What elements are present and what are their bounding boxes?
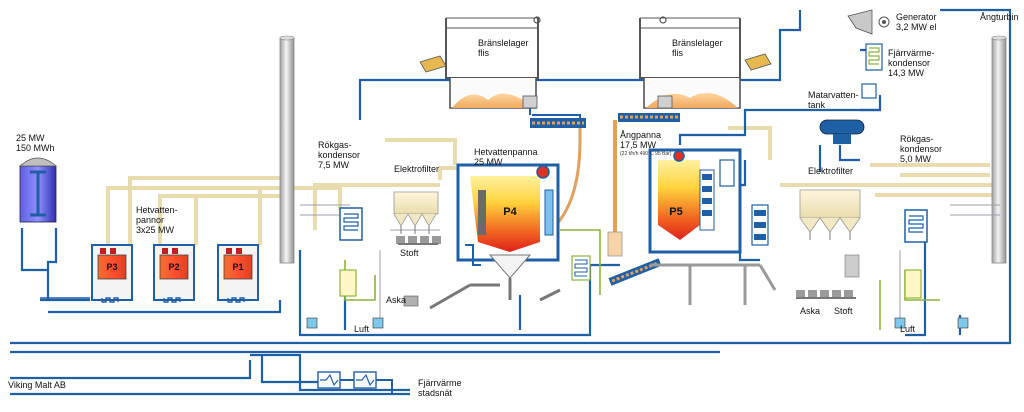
flue-gas-condenser-right-label: Rökgas- kondensor 5,0 MW [900,134,943,164]
unit-p1-label: P1 [232,262,244,272]
flue-gas-condenser-left-label: Rökgas- kondensor 7,5 MW [318,140,361,170]
district-heating-network-label: Fjärrvärme stadsnät [418,378,462,398]
viking-malt-label: Viking Malt AB [8,380,66,390]
district-heating-condenser-label: Fjärrvärme- kondensor 14,3 MW [888,48,935,78]
ash-left-label: Aska [386,295,407,305]
storage-tank [18,157,58,223]
unit-p2-label: P2 [168,262,180,272]
turbine-set [847,9,890,99]
unit-p4-label: P4 [503,206,517,218]
generator-label: Generator 3,2 MW el [896,12,937,32]
electrofilter-left-label: Elektrofilter [394,164,440,174]
unit-p3-label: P3 [106,262,118,272]
steam-boiler-p5-label: Ångpanna 17,5 MW [620,130,662,150]
storage-capacity-label: 25 MW 150 MWh [16,133,55,153]
electrofilter-left [393,191,441,245]
grey-lines [300,204,1000,320]
electrofilter-right-label: Elektrofilter [808,166,854,176]
feedwater-tank [819,119,865,144]
steam-boiler-spec-label: (22 t/h/h 490°C 95 Bar) [620,151,672,157]
hotwater-boiler-p4-label: Hetvattenpanna 25 MW [474,147,538,167]
boiler-p5 [648,148,777,305]
chimney-right [991,35,1007,264]
air-right-label: Luft [900,324,916,334]
water-pipes [10,8,1012,396]
feedwater-tank-label: Matarvatten- tank [808,90,859,110]
boiler-p4 [403,163,591,310]
steam-turbine-label: Ångturbin [980,12,1019,22]
chimney-left [279,35,295,264]
air-left-label: Luft [354,324,370,334]
condenser-left [306,207,384,329]
unit-p5-label: P5 [669,206,683,218]
fuel-store-right-label: Bränslelager flis [672,38,723,58]
ash-right-label: Aska [800,306,821,316]
condenser-right [894,209,969,329]
small-boilers [40,244,259,303]
hotwater-boilers-label: Hetvatten- pannor 3x25 MW [136,205,178,235]
dust-right-label: Stoft [834,306,853,316]
dust-left-label: Stoft [400,248,419,258]
district-heat-exchangers [317,371,393,394]
fuel-store-left-label: Bränslelager flis [478,38,529,58]
electrofilter-right [796,189,861,299]
